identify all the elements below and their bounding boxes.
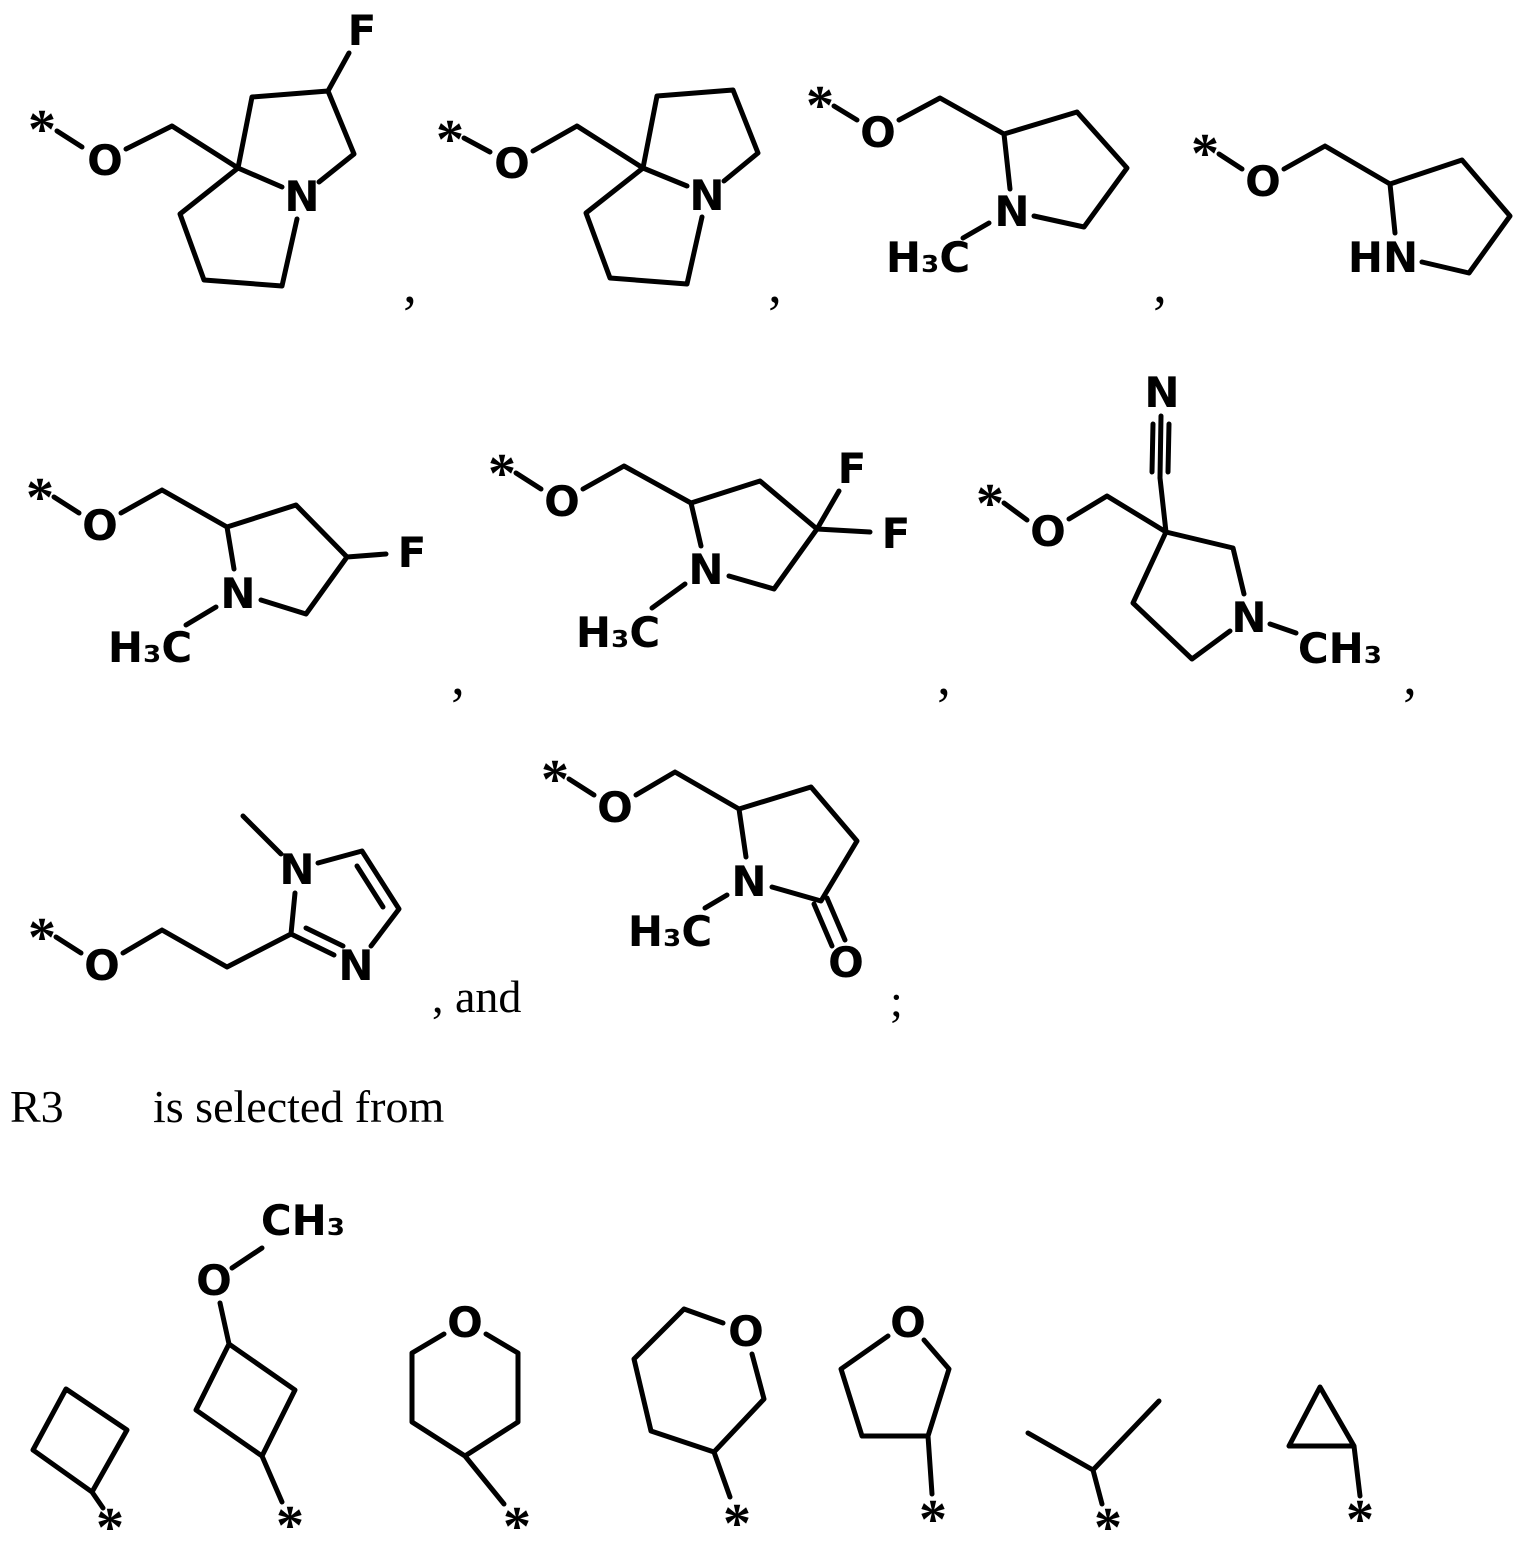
- comma: ,: [768, 254, 782, 314]
- oxygen-label: O: [860, 108, 896, 157]
- bonds: [566, 769, 860, 949]
- r3-label: R3: [10, 1081, 64, 1132]
- oxygen-label: O: [87, 136, 123, 185]
- comma: ,: [403, 254, 417, 314]
- attachment-star: *: [28, 99, 56, 161]
- methyl-label: CH₃: [261, 1196, 345, 1245]
- bonds: [461, 87, 761, 287]
- attachment-star: *: [28, 907, 56, 969]
- oxygen-label: O: [84, 941, 120, 990]
- semicolon: ;: [890, 975, 903, 1026]
- bonds: [54, 50, 357, 289]
- nitrogen-label: N: [284, 172, 319, 221]
- structure-cyclopropyl: *: [1286, 1384, 1374, 1543]
- carbonyl-oxygen-label: O: [828, 938, 864, 987]
- attachment-star: *: [503, 1496, 531, 1543]
- bonds: [831, 95, 1130, 241]
- bonds: [1025, 1398, 1162, 1507]
- oxygen-label: O: [494, 139, 530, 188]
- bonds: [409, 1331, 521, 1507]
- structure-isopropyl: *: [1025, 1398, 1162, 1543]
- oxygen-label: O: [1030, 507, 1066, 556]
- structure-tetrahydropyran-4-yl: O *: [409, 1298, 531, 1543]
- nitrile-nitrogen-label: N: [1144, 368, 1179, 417]
- methyl-label: H₃C: [628, 907, 712, 956]
- nitrogen-label: N: [688, 545, 723, 594]
- oxygen-label: O: [597, 783, 633, 832]
- fluorine-label: F: [838, 444, 867, 493]
- structure-cyano-n-methyl-pyrrolidinyl-methoxy: N * O N CH₃: [976, 368, 1382, 673]
- structure-pyrrolizidine-methoxy: * O N: [436, 87, 761, 287]
- bonds: [1286, 1384, 1363, 1499]
- attachment-star: *: [976, 473, 1004, 535]
- attachment-star: *: [96, 1497, 124, 1543]
- comma: ,: [451, 646, 465, 706]
- bonds: [631, 1306, 767, 1500]
- nitrogen-label: N: [338, 941, 373, 990]
- attachment-star: *: [1094, 1497, 1122, 1543]
- attachment-star: *: [488, 443, 516, 505]
- nitrogen-label: N: [1231, 593, 1266, 642]
- nitrogen-label: N: [220, 569, 255, 618]
- oxygen-label: O: [447, 1298, 483, 1347]
- nh-label: HN: [1348, 233, 1418, 282]
- attachment-star: *: [1191, 123, 1219, 185]
- comma-and-text: , and: [432, 971, 521, 1022]
- structure-methylimidazolyl-ethoxy: * O N N: [28, 813, 402, 990]
- attachment-star: *: [26, 467, 54, 529]
- oxygen-label: O: [728, 1307, 764, 1356]
- methyl-label: CH₃: [1298, 624, 1382, 673]
- comma: ,: [1403, 646, 1417, 706]
- attachment-star: *: [723, 1493, 751, 1543]
- bonds: [838, 1333, 952, 1497]
- attachment-star: *: [806, 75, 834, 137]
- nitrogen-label: N: [689, 171, 724, 220]
- bonds: [513, 463, 873, 611]
- comma: ,: [937, 646, 951, 706]
- bonds: [193, 1245, 298, 1505]
- methyl-label: H₃C: [886, 233, 970, 282]
- structure-fluoro-n-methyl-pyrrolidinyl-methoxy: * O F N H₃C: [26, 467, 426, 672]
- fluorine-label: F: [348, 6, 377, 55]
- structure-pyrrolidinyl-methoxy: * O HN: [1191, 123, 1513, 282]
- nitrogen-label: N: [731, 857, 766, 906]
- bonds: [51, 487, 389, 628]
- bonds: [53, 813, 402, 970]
- structure-cyclobutyl: *: [30, 1386, 130, 1543]
- nitrogen-label: N: [279, 845, 314, 894]
- nitrogen-label: N: [994, 187, 1029, 236]
- bonds: [1001, 413, 1299, 662]
- oxygen-label: O: [1245, 157, 1281, 206]
- comma: ,: [1153, 254, 1167, 314]
- oxygen-label: O: [196, 1256, 232, 1305]
- bonds: [30, 1386, 130, 1511]
- bonds: [1216, 143, 1513, 276]
- attachment-star: *: [541, 749, 569, 811]
- attachment-star: *: [1346, 1489, 1374, 1543]
- attachment-star: *: [276, 1495, 304, 1543]
- oxygen-label: O: [82, 501, 118, 550]
- methyl-label: H₃C: [576, 608, 660, 657]
- methyl-label: H₃C: [108, 623, 192, 672]
- attachment-star: *: [436, 109, 464, 171]
- fluorine-label: F: [882, 509, 911, 558]
- fluorine-label: F: [398, 528, 427, 577]
- structure-n-methyl-pyrrolidinyl-methoxy: * O N H₃C: [806, 75, 1130, 282]
- r3-selected-from-text: is selected from: [153, 1081, 444, 1132]
- structure-difluoro-n-methyl-pyrrolidinyl-methoxy: * O F F N H₃C: [488, 443, 910, 657]
- structure-methoxycyclobutyl: CH₃ O *: [193, 1196, 345, 1543]
- oxygen-label: O: [544, 477, 580, 526]
- structure-n-methyl-pyrrolidinone-methoxy: * O N H₃C O: [541, 749, 864, 987]
- structure-fluoro-pyrrolizidine-methoxy: * O F N: [28, 6, 377, 289]
- attachment-star: *: [919, 1489, 947, 1543]
- structure-tetrahydrofuran-3-yl: O *: [838, 1298, 952, 1543]
- structure-tetrahydropyran-3-yl: O *: [631, 1306, 767, 1543]
- oxygen-label: O: [890, 1298, 926, 1347]
